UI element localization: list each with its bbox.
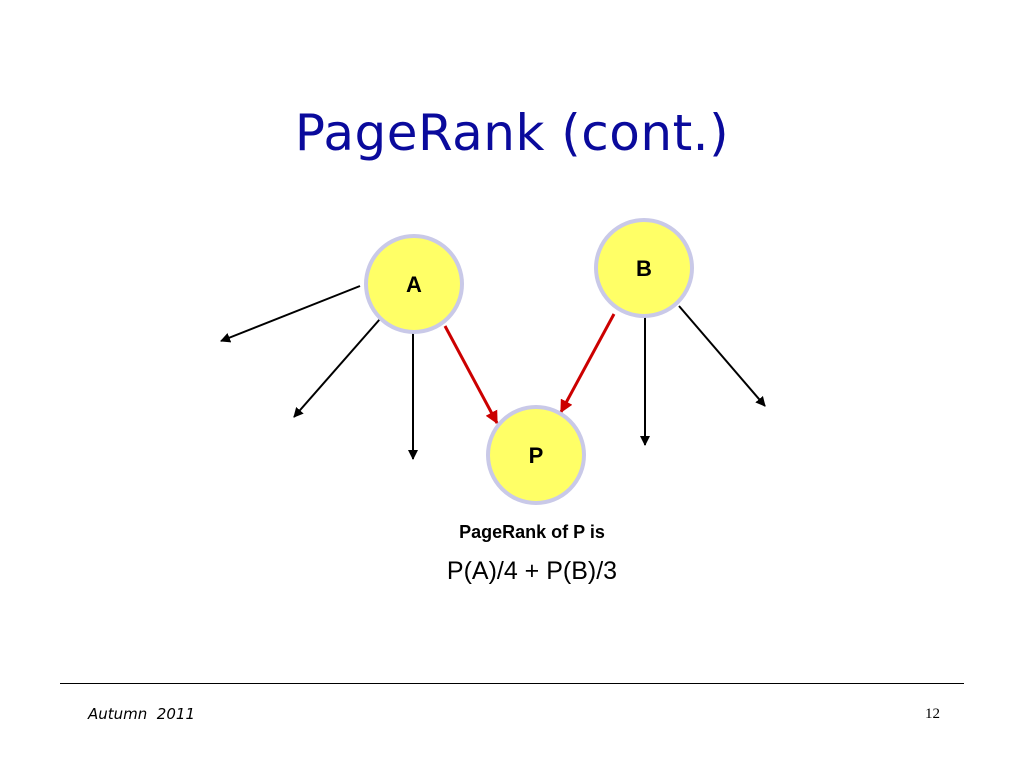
footer-divider — [60, 683, 964, 684]
node-a: A — [364, 234, 464, 334]
node-b: B — [594, 218, 694, 318]
node-a-label: A — [406, 272, 422, 297]
node-b-label: B — [636, 256, 652, 281]
edge-b-out-lower-right — [678, 305, 766, 407]
pagerank-caption: PageRank of P is — [459, 522, 605, 542]
slide-title: PageRank (cont.) — [294, 104, 730, 162]
node-p-label: P — [529, 443, 544, 468]
edge-b-to-p — [559, 313, 616, 414]
pagerank-formula: P(A)/4 + P(B)/3 — [446, 557, 618, 585]
node-p: P — [486, 405, 586, 505]
edge-a-out-lower-left — [293, 318, 381, 418]
page-number: 12 — [925, 706, 940, 722]
edge-a-to-p — [443, 325, 499, 425]
footer-term: Autumn 2011 — [88, 705, 195, 723]
edge-a-out-left — [220, 285, 361, 343]
